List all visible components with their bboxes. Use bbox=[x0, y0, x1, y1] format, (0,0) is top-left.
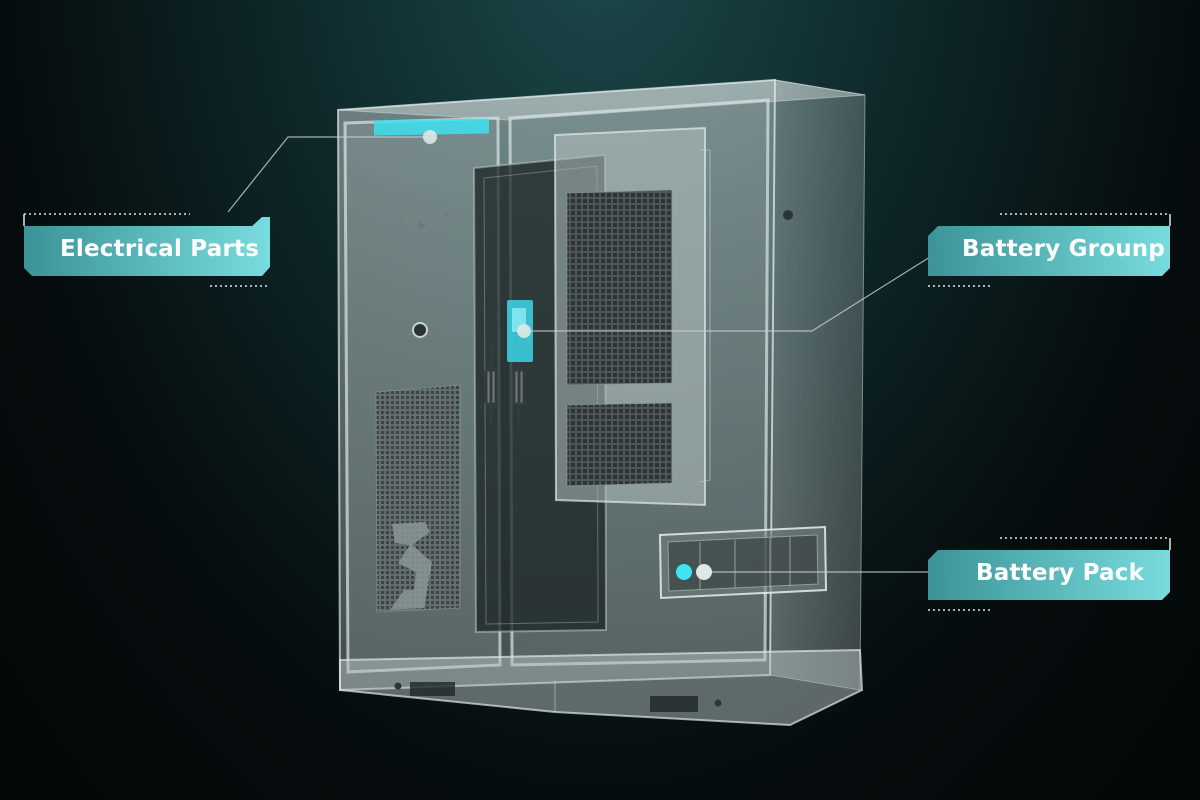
label-electrical-parts: Electrical Parts bbox=[23, 213, 270, 287]
battery-pack bbox=[658, 525, 828, 600]
label-battery-group: Battery Grounp bbox=[928, 213, 1171, 287]
air-conditioner-unit bbox=[553, 126, 711, 507]
label-battery-pack: Battery Pack bbox=[928, 537, 1171, 611]
door-lock-icon bbox=[412, 322, 428, 338]
callout-battery-pack bbox=[676, 564, 930, 580]
cabinet-side bbox=[769, 79, 866, 691]
b-logo-icon bbox=[390, 522, 432, 610]
door-handles bbox=[484, 340, 526, 425]
lightning-icon bbox=[417, 217, 426, 236]
callout-battery-group bbox=[517, 256, 931, 338]
callout-electrical-parts bbox=[227, 130, 437, 213]
label-battery-pack-text: Battery Pack bbox=[976, 560, 1145, 586]
electrical-parts-highlight bbox=[374, 118, 489, 136]
vent-grille bbox=[375, 384, 461, 613]
label-battery-group-text: Battery Grounp bbox=[962, 236, 1165, 262]
cabinet bbox=[336, 78, 866, 727]
cabinet-base bbox=[339, 648, 864, 727]
label-electrical-parts-text: Electrical Parts bbox=[60, 236, 259, 262]
side-screw-icon bbox=[783, 210, 793, 220]
